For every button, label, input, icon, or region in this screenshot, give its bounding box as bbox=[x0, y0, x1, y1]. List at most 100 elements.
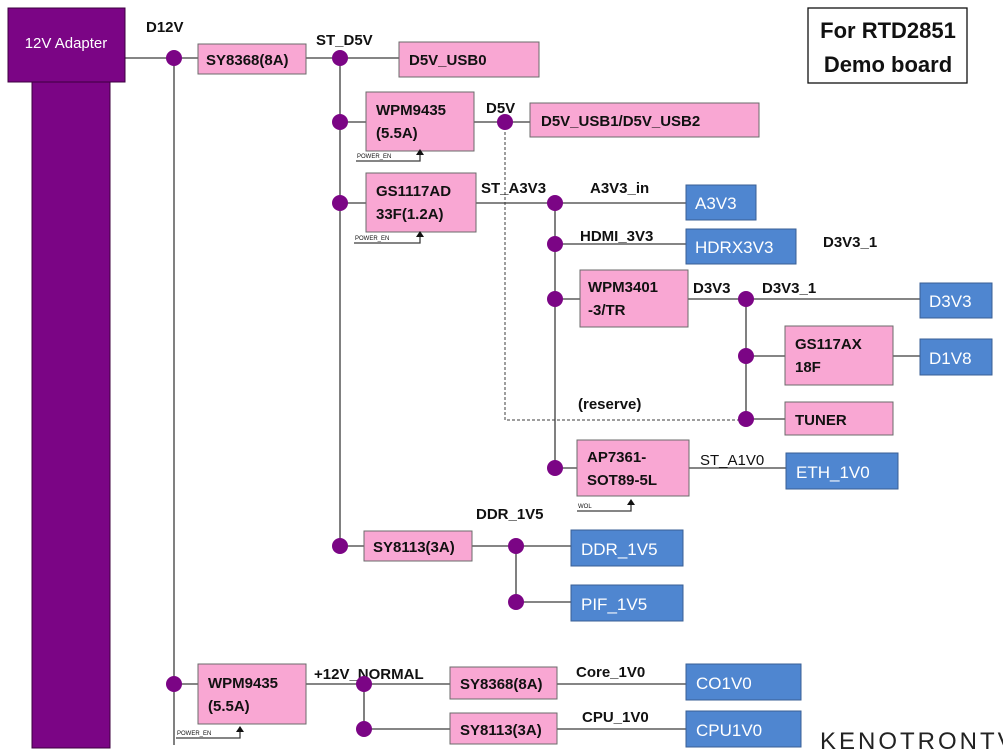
rail-d3v3-1-right-label: D3V3_1 bbox=[823, 234, 877, 251]
regulator-sy8113-bottom: SY8113(3A) bbox=[449, 712, 558, 745]
junction-node bbox=[166, 676, 182, 692]
rail-cpu-1v0-label: CPU_1V0 bbox=[582, 709, 649, 726]
regulator-sy8368-top: SY8368(8A) bbox=[197, 43, 307, 75]
regulator-sy8368-bottom: SY8368(8A) bbox=[449, 666, 558, 700]
output-d5v-usb0: D5V_USB0 bbox=[398, 41, 540, 78]
rail-ddr-1v5-label: DDR_1V5 bbox=[476, 506, 544, 523]
output-d3v3: D3V3 bbox=[919, 282, 993, 319]
regulator-wpm9435-bottom-line1: WPM9435 bbox=[208, 675, 278, 692]
junction-node bbox=[332, 538, 348, 554]
junction-node bbox=[356, 676, 372, 692]
junction-node bbox=[166, 50, 182, 66]
rail-st-d5v-label: ST_D5V bbox=[316, 32, 373, 49]
output-eth-1v0: ETH_1V0 bbox=[785, 452, 899, 490]
enable-signals: POWER_EN POWER_EN WOL POWER_EN bbox=[176, 149, 635, 739]
junction-node bbox=[332, 195, 348, 211]
junction-node bbox=[508, 594, 524, 610]
output-cpu1v0-label: CPU1V0 bbox=[696, 721, 762, 740]
regulator-gs1117ad: GS1117AD 33F(1.2A) bbox=[365, 172, 477, 233]
adapter-12v: 12V Adapter bbox=[7, 7, 126, 749]
regulator-gs1117ad-line1: GS1117AD bbox=[376, 183, 451, 200]
rail-labels: D12V ST_D5V D5V ST_A3V3 A3V3_in HDMI_3V3… bbox=[146, 19, 877, 726]
power-en-wpm9435-bottom: POWER_EN bbox=[176, 726, 244, 739]
output-hdrx3v3-label: HDRX3V3 bbox=[695, 238, 773, 257]
output-eth-1v0-label: ETH_1V0 bbox=[796, 463, 870, 482]
rail-hdmi-3v3-label: HDMI_3V3 bbox=[580, 228, 653, 245]
junction-node bbox=[738, 411, 754, 427]
tuner-box: TUNER bbox=[784, 401, 894, 436]
output-a3v3: A3V3 bbox=[685, 184, 757, 221]
power-en-wpm9435-top: POWER_EN bbox=[356, 149, 424, 162]
output-hdrx3v3: HDRX3V3 bbox=[685, 228, 797, 265]
output-d5v-usb0-label: D5V_USB0 bbox=[409, 52, 487, 69]
junction-node bbox=[738, 291, 754, 307]
title-line1: For RTD2851 bbox=[820, 18, 956, 43]
watermark-text: KENOTRONTV bbox=[820, 728, 1003, 753]
regulator-ap7361: AP7361- SOT89-5L bbox=[576, 439, 690, 497]
output-d5v-usb12: D5V_USB1/D5V_USB2 bbox=[529, 102, 760, 138]
output-d3v3-label: D3V3 bbox=[929, 292, 972, 311]
junction-nodes bbox=[166, 50, 754, 737]
title-line2: Demo board bbox=[824, 52, 952, 77]
regulator-gs1117ad-line2: 33F(1.2A) bbox=[376, 206, 444, 223]
rail-12v-normal-label: +12V_NORMAL bbox=[314, 666, 424, 683]
junction-node bbox=[547, 460, 563, 476]
output-pif-1v5: PIF_1V5 bbox=[570, 584, 684, 622]
power-en-label: POWER_EN bbox=[355, 236, 389, 242]
regulator-wpm3401-line1: WPM3401 bbox=[588, 279, 658, 296]
output-a3v3-label: A3V3 bbox=[695, 194, 737, 213]
regulator-gs117ax: GS117AX 18F bbox=[784, 325, 894, 386]
output-d1v8: D1V8 bbox=[919, 338, 993, 376]
wol-label: WOL bbox=[578, 504, 592, 510]
rail-a3v3-in-label: A3V3_in bbox=[590, 180, 649, 197]
tuner-label: TUNER bbox=[795, 412, 847, 429]
output-co1v0-label: CO1V0 bbox=[696, 674, 752, 693]
regulator-wpm9435-bottom-line2: (5.5A) bbox=[208, 698, 250, 715]
regulator-wpm9435-top: WPM9435 (5.5A) bbox=[365, 91, 475, 152]
regulator-wpm3401-line2: -3/TR bbox=[588, 302, 626, 319]
regulator-sy8113-mid-label: SY8113(3A) bbox=[373, 539, 455, 556]
output-ddr-1v5-label: DDR_1V5 bbox=[581, 540, 658, 559]
rail-st-a3v3-label: ST_A3V3 bbox=[481, 180, 546, 197]
rail-st-a1v0-label: ST_A1V0 bbox=[700, 452, 764, 469]
output-d5v-usb12-label: D5V_USB1/D5V_USB2 bbox=[541, 113, 700, 130]
rail-d3v3-label: D3V3 bbox=[693, 280, 731, 297]
regulator-ap7361-line2: SOT89-5L bbox=[587, 472, 657, 489]
regulator-ap7361-line1: AP7361- bbox=[587, 449, 646, 466]
wol-ap7361: WOL bbox=[577, 499, 635, 512]
junction-node bbox=[508, 538, 524, 554]
junction-node bbox=[497, 114, 513, 130]
rail-d12v-label: D12V bbox=[146, 19, 184, 36]
rail-d5v-label: D5V bbox=[486, 100, 515, 117]
output-ddr-1v5: DDR_1V5 bbox=[570, 529, 684, 567]
adapter-label: 12V Adapter bbox=[25, 35, 108, 52]
junction-node bbox=[332, 50, 348, 66]
regulator-gs117ax-line2: 18F bbox=[795, 359, 821, 376]
junction-node bbox=[332, 114, 348, 130]
regulator-sy8368-top-label: SY8368(8A) bbox=[206, 52, 289, 69]
regulator-wpm3401: WPM3401 -3/TR bbox=[579, 269, 689, 328]
output-d1v8-label: D1V8 bbox=[929, 349, 972, 368]
power-en-label: POWER_EN bbox=[177, 731, 211, 737]
power-en-gs1117ad: POWER_EN bbox=[354, 231, 424, 244]
rail-reserve-label: (reserve) bbox=[578, 396, 641, 413]
output-cpu1v0: CPU1V0 bbox=[685, 710, 802, 748]
title-box: For RTD2851 Demo board bbox=[807, 7, 968, 84]
regulator-gs117ax-line1: GS117AX bbox=[795, 336, 862, 353]
regulator-sy8113-bottom-label: SY8113(3A) bbox=[460, 722, 542, 739]
regulator-wpm9435-top-line2: (5.5A) bbox=[376, 125, 418, 142]
junction-node bbox=[547, 195, 563, 211]
junction-node bbox=[547, 236, 563, 252]
junction-node bbox=[356, 721, 372, 737]
junction-node bbox=[738, 348, 754, 364]
regulator-sy8368-bottom-label: SY8368(8A) bbox=[460, 676, 543, 693]
regulator-wpm9435-bottom: WPM9435 (5.5A) bbox=[197, 663, 307, 725]
regulator-sy8113-mid: SY8113(3A) bbox=[363, 530, 473, 562]
output-pif-1v5-label: PIF_1V5 bbox=[581, 595, 647, 614]
rail-core-1v0-label: Core_1V0 bbox=[576, 664, 645, 681]
rail-d3v3-1-label: D3V3_1 bbox=[762, 280, 816, 297]
regulator-wpm9435-top-line1: WPM9435 bbox=[376, 102, 446, 119]
junction-node bbox=[547, 291, 563, 307]
output-co1v0: CO1V0 bbox=[685, 663, 802, 701]
